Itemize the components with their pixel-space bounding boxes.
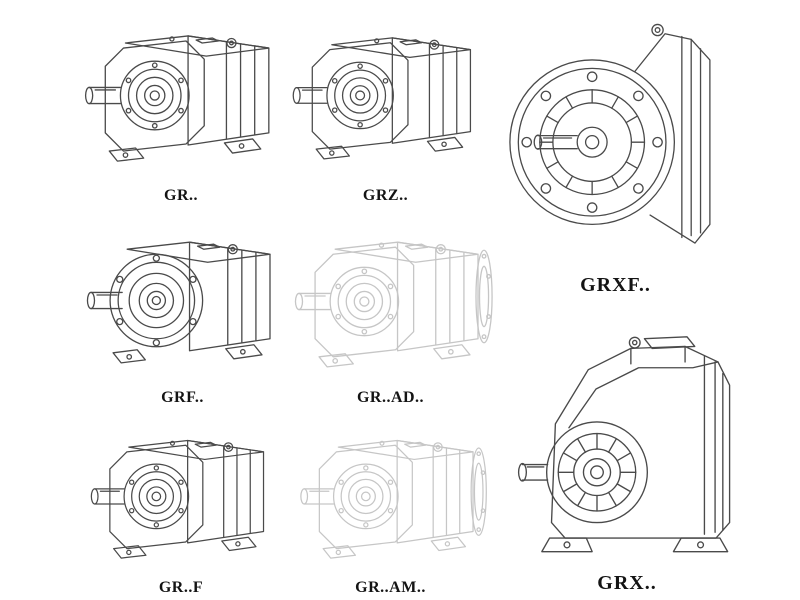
figure-grx: GRX.. [492, 300, 762, 598]
figure-label-grf: GRF.. [161, 389, 204, 406]
gr-ad-gearbox-illustration [283, 212, 498, 388]
figure-grxf: GRXF.. [488, 2, 743, 300]
gr-f-gearbox-illustration [90, 439, 265, 559]
figure-label-grz: GRZ.. [362, 187, 409, 204]
figure-gr: GR.. [75, 2, 287, 208]
figure-label-gr-f: GR..F [158, 579, 204, 596]
figure-label-gr: GR.. [164, 187, 198, 204]
figure-label-gr-ad: GR..AD.. [356, 389, 425, 406]
figure-gr-ad: GR..AD.. [283, 212, 498, 410]
figure-grf: GRF.. [75, 212, 290, 410]
grz-gearbox-illustration [292, 37, 472, 160]
figure-gr-f: GR..F [75, 412, 287, 600]
figure-label-grxf: GRXF.. [580, 274, 651, 296]
grx-gearbox-illustration [517, 336, 731, 553]
gr-am-gearbox-illustration [283, 412, 498, 578]
grf-gearbox-illustration [86, 241, 271, 364]
grxf-gearbox-illustration [509, 23, 711, 244]
figure-label-grx: GRX.. [597, 572, 657, 594]
figure-label-gr-am: GR..AM.. [355, 579, 426, 596]
gr-gearbox-illustration [84, 35, 270, 162]
figure-gr-am: GR..AM.. [283, 412, 498, 600]
figure-grz: GRZ.. [283, 2, 488, 208]
